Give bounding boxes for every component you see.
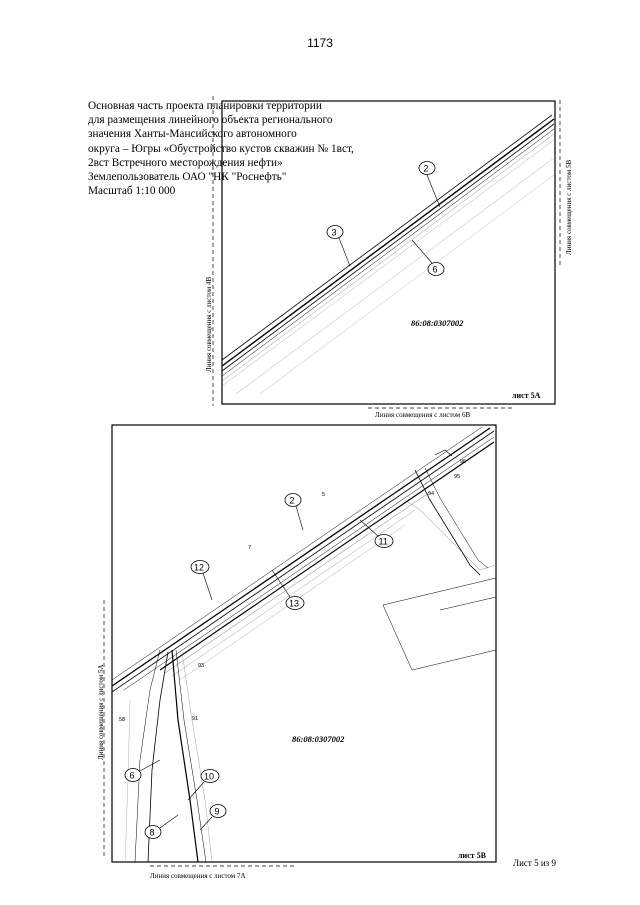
callout-9-5b: 9 <box>199 804 227 831</box>
callout-2-5a: 2 <box>418 161 441 208</box>
callout-10-5b: 10 <box>187 769 220 801</box>
match-label-left-5b: Линия совмещения с листом 5А <box>97 664 105 760</box>
point-label-58: 58 <box>119 717 125 723</box>
callout-text: 12 <box>194 563 204 573</box>
match-label-left-5a: Линия совмещения с листом 4В <box>205 277 213 372</box>
point-label-94: 94 <box>428 491 434 497</box>
plot-outlines-5b <box>382 499 497 671</box>
cadastral-number-5b: 86:08:0307002 <box>292 734 345 744</box>
branch-road-5b <box>124 649 213 863</box>
callout-text: 6 <box>130 771 135 781</box>
callout-text: 8 <box>150 828 155 838</box>
callout-text: 2 <box>424 164 429 174</box>
callout-text: 11 <box>379 537 388 547</box>
cadastral-number-5a: 86:08:0307002 <box>411 318 464 328</box>
match-label-bottom-5a: Линия совмещения с листом 6В <box>375 411 470 419</box>
callout-12-5b: 12 <box>190 560 213 601</box>
point-label-7: 7 <box>248 545 251 551</box>
point-label-5: 5 <box>322 492 325 498</box>
callout-text: 6 <box>433 265 438 275</box>
title-line: Землепользователь ОАО "НК "Роснефть" <box>88 171 287 184</box>
sheet-label-5b: лист 5В <box>458 851 487 860</box>
callout-2-5b: 2 <box>284 493 304 531</box>
callout-3-5a: 3 <box>326 225 351 267</box>
callout-13-5b: 13 <box>271 569 305 610</box>
title-line: значения Ханты-Мансийского автономного <box>88 128 297 141</box>
title-line: для размещения линейного объекта региона… <box>88 114 333 127</box>
title-line: 2вст Встречного месторождения нефти» <box>88 156 283 169</box>
corridor-5a <box>221 114 555 395</box>
point-label-96: 96 <box>460 459 466 465</box>
match-label-bottom-5b: Линия совмещения с листом 7А <box>150 872 246 880</box>
callout-text: 13 <box>289 599 299 609</box>
page-footer: Лист 5 из 9 <box>513 858 556 868</box>
map-title: Основная часть проекта планировки террит… <box>88 99 388 198</box>
point-label-95: 95 <box>454 474 460 480</box>
callout-text: 3 <box>332 228 337 238</box>
corridor-5b <box>111 426 495 693</box>
match-label-right-5a: Линия совмещения с листом 5В <box>565 160 573 255</box>
page-number: 1173 <box>307 36 333 50</box>
point-label-91: 91 <box>192 716 198 722</box>
callout-11-5b: 11 <box>359 519 394 548</box>
callout-text: 9 <box>215 807 220 817</box>
title-line: округа – Югры «Обустройство кустов скваж… <box>88 142 354 155</box>
callout-6-5a: 6 <box>411 239 445 276</box>
sheet-5b-frame <box>111 424 497 863</box>
sheet-5a: Линия совмещения с листом 4В Линия совме… <box>205 96 573 419</box>
sheet-label-5a: лист 5А <box>512 391 541 400</box>
branch-top-5b <box>414 449 489 576</box>
title-line: Масштаб 1:10 000 <box>88 185 176 198</box>
callout-text: 10 <box>204 772 214 782</box>
sheet-5a-frame <box>221 100 556 405</box>
sheet-5b: Линия совмещения с листом 5А Линия совме… <box>97 424 497 880</box>
title-line: Основная часть проекта планировки террит… <box>88 100 322 112</box>
callout-8-5b: 8 <box>144 814 179 839</box>
callout-text: 2 <box>290 496 295 506</box>
point-label-93: 93 <box>198 663 204 669</box>
callout-6-5b: 6 <box>124 759 161 782</box>
